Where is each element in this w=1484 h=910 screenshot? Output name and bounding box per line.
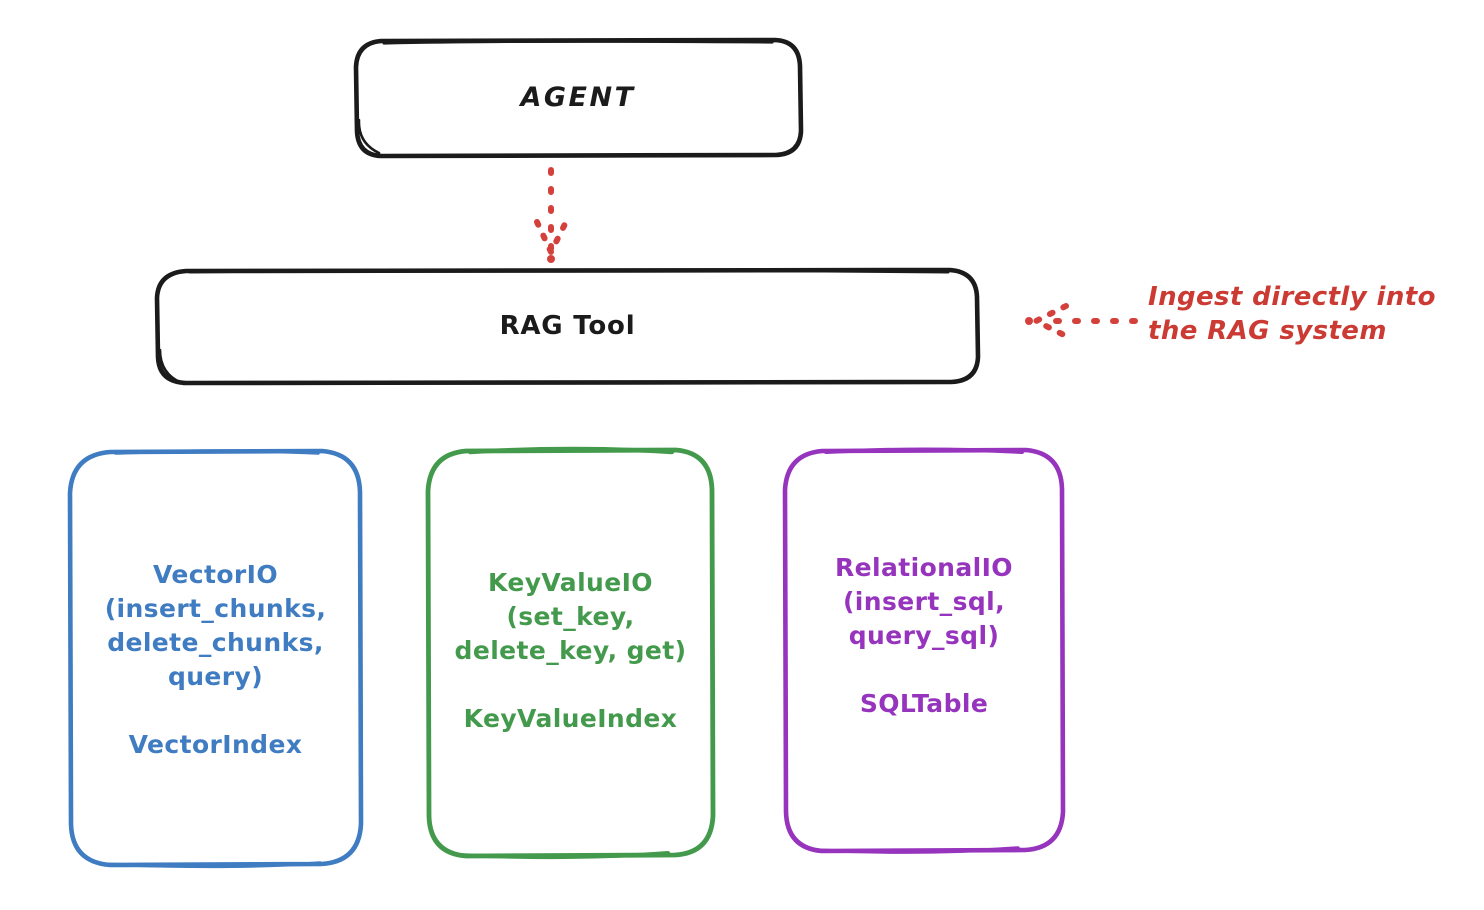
- relational-store-node[interactable]: RelationalIO (insert_sql, query_sql) SQL…: [785, 450, 1063, 850]
- ingest-annotation-text: Ingest directly into the RAG system: [1148, 282, 1436, 346]
- keyvalue-store-api-label: KeyValueIO (set_key, delete_key, get): [454, 568, 687, 665]
- ingest-note-arrow: [1025, 303, 1138, 339]
- rag-tool-node-label: RAG Tool: [499, 310, 636, 341]
- agent-node[interactable]: AGENT: [356, 40, 800, 156]
- vector-store-index-label: VectorIndex: [128, 729, 303, 759]
- agent-to-rag-arrow: [534, 167, 569, 263]
- relational-store-api-label: RelationalIO (insert_sql, query_sql): [835, 552, 1013, 650]
- vector-store-node[interactable]: VectorIO (insert_chunks, delete_chunks, …: [70, 452, 361, 864]
- vector-store-api-label: VectorIO (insert_chunks, delete_chunks, …: [104, 559, 327, 691]
- relational-store-index-label: SQLTable: [859, 688, 989, 718]
- agent-node-label: AGENT: [520, 81, 636, 113]
- rag-tool-node[interactable]: RAG Tool: [157, 270, 978, 383]
- keyvalue-store-node[interactable]: KeyValueIO (set_key, delete_key, get) Ke…: [428, 450, 713, 855]
- keyvalue-store-index-label: KeyValueIndex: [463, 704, 678, 733]
